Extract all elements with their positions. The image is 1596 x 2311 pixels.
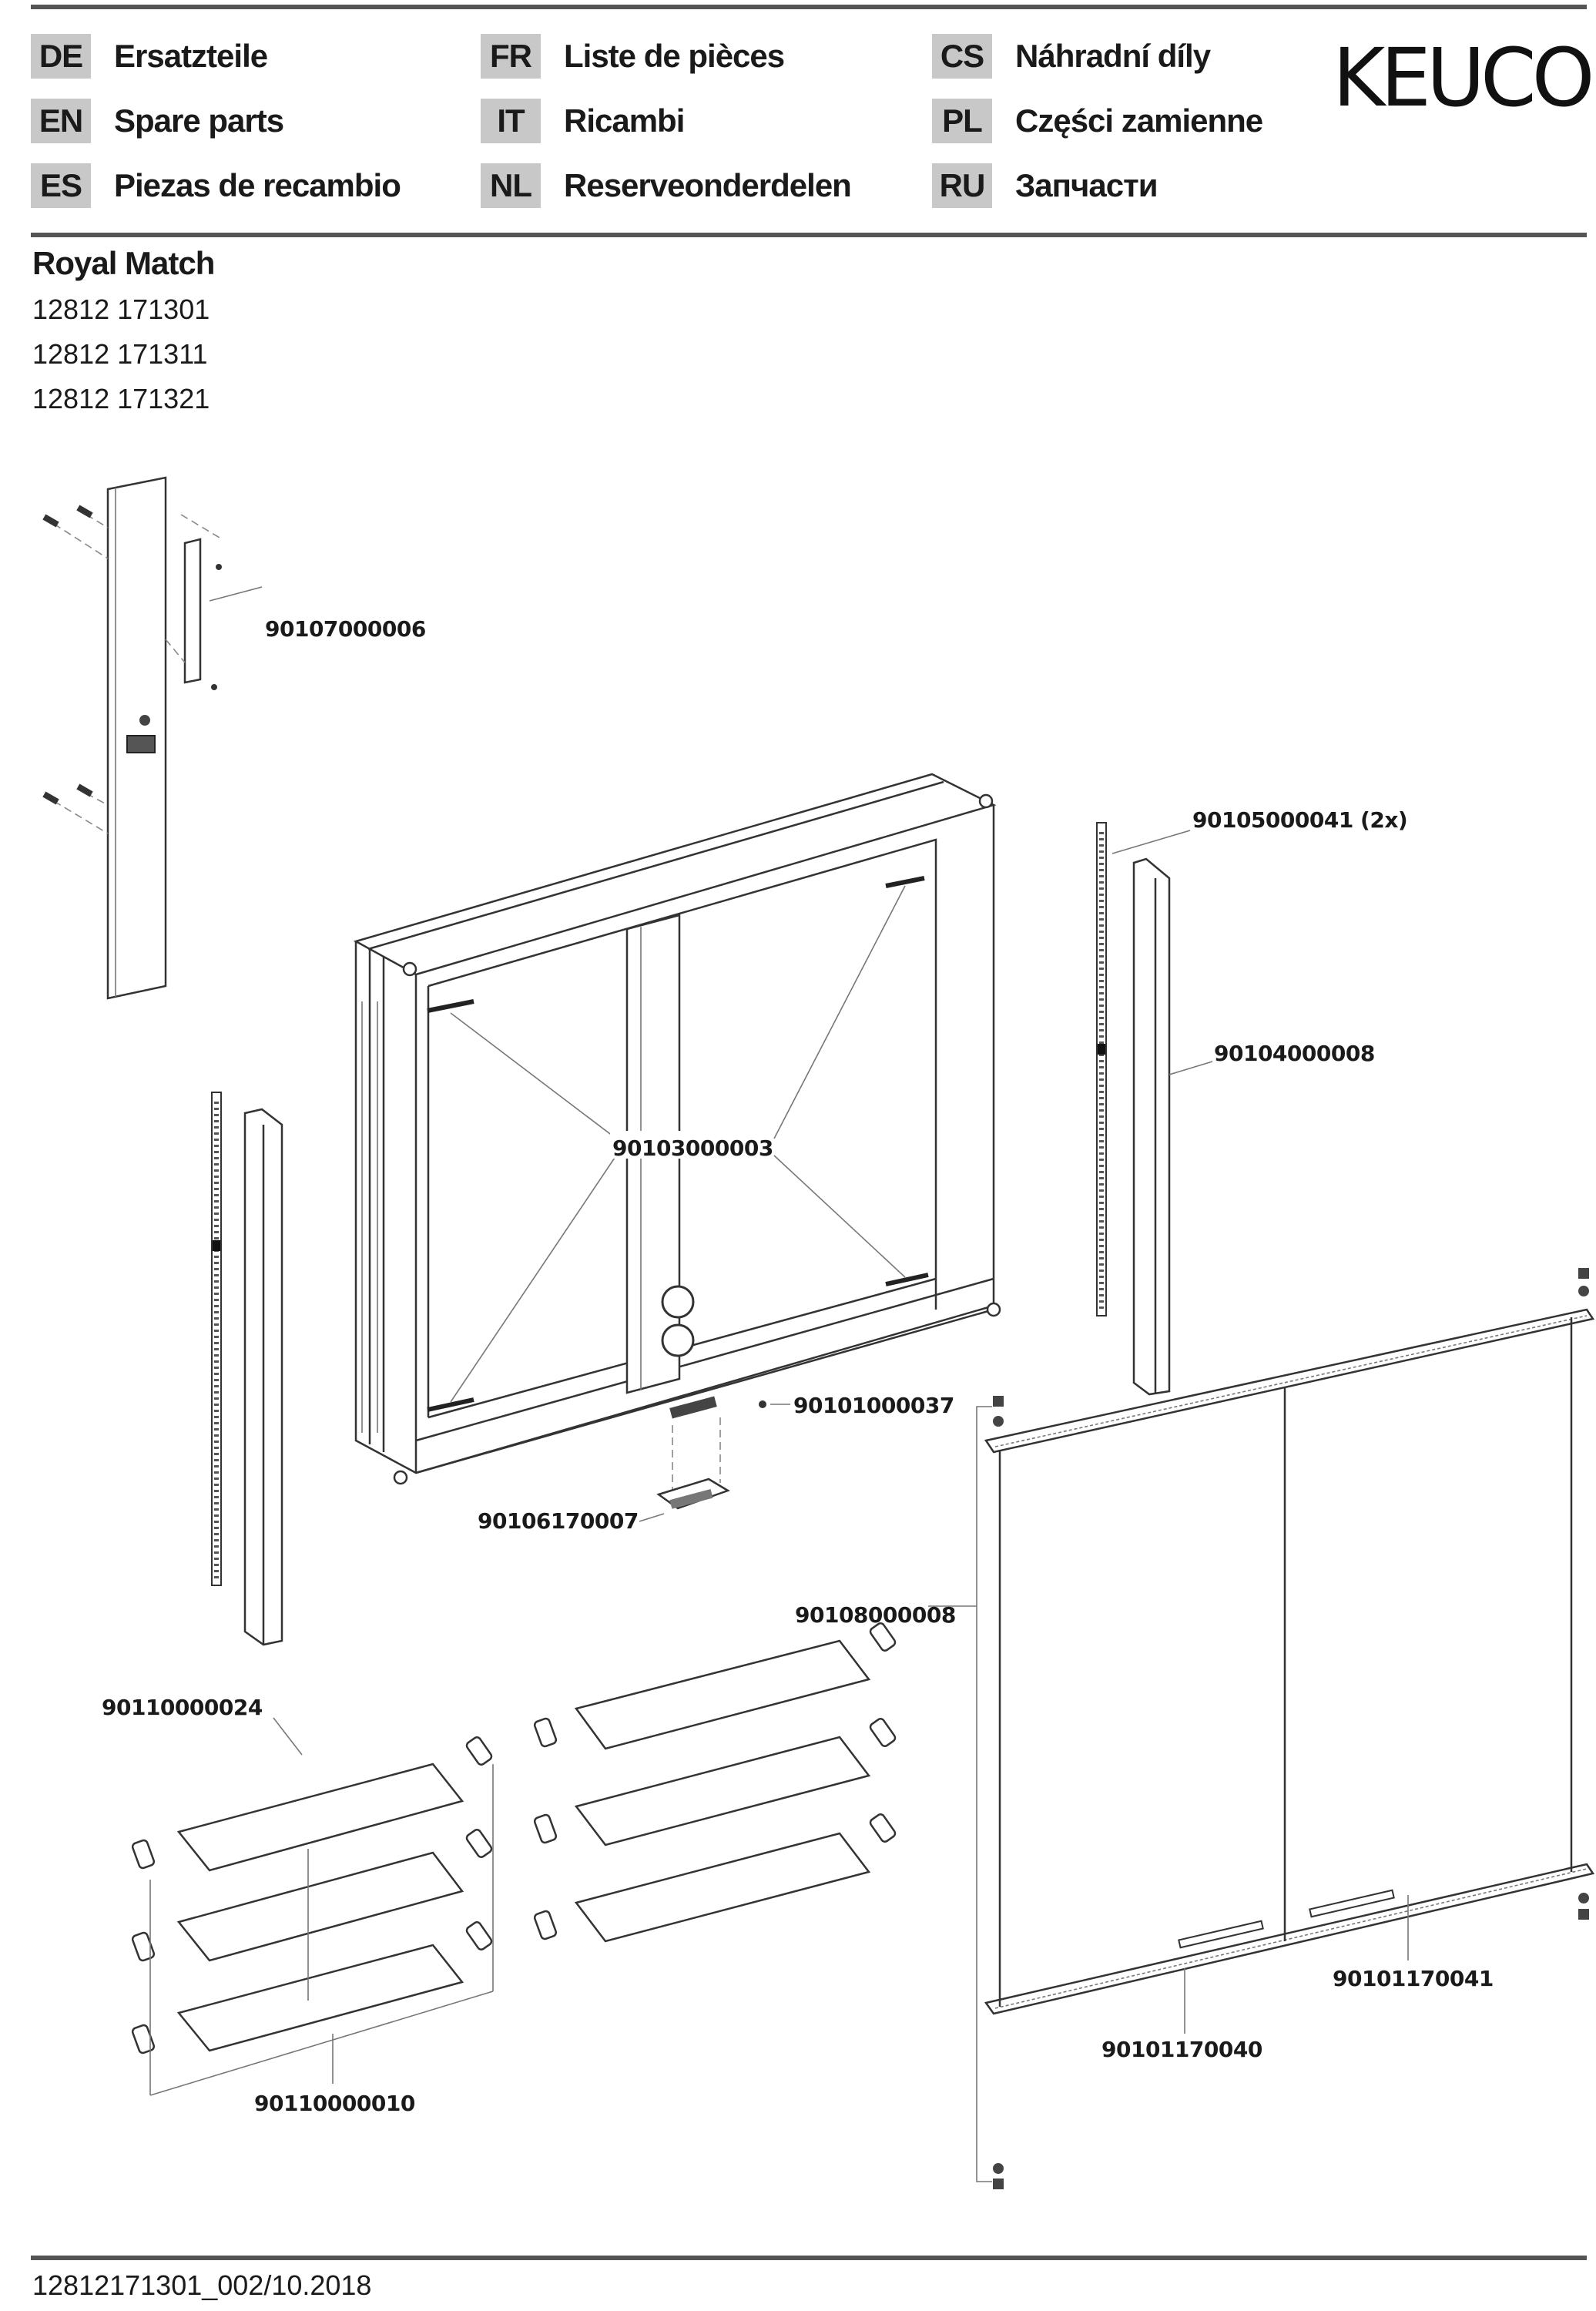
part-number-label: 90107000006 — [265, 616, 426, 642]
hinge-icon — [427, 999, 474, 1013]
hinge-icon — [885, 876, 925, 888]
language-item-fr: FR Liste de pièces — [481, 34, 785, 79]
part-number-label: 90105000041 (2x) — [1192, 807, 1407, 833]
language-item-ru: RU Запчасти — [932, 163, 1158, 208]
document-code: 12812171301_002/10.2018 — [32, 2269, 372, 2301]
language-label: Ricambi — [564, 102, 685, 139]
part-number-label: 90110000024 — [102, 1695, 263, 1720]
language-label: Запчасти — [1015, 167, 1158, 203]
cabinet-body-part: 90103000003 — [353, 773, 1001, 1485]
shelf-holder-icon — [533, 1622, 897, 1940]
language-code-badge: NL — [481, 163, 541, 208]
language-list: DE Ersatzteile EN Spare parts ES Piezas … — [31, 34, 1340, 219]
sensor-part: 90101000037 — [669, 1393, 954, 1419]
part-number-label: 90110000010 — [254, 2091, 415, 2116]
article-number: 12812 171321 — [32, 383, 210, 414]
side-cover-part: 90107000006 — [42, 476, 426, 1000]
language-label: Spare parts — [114, 102, 284, 139]
brand-logo: KEUCO — [1333, 31, 1595, 125]
top-divider — [31, 5, 1587, 9]
socket-module-part: 90106170007 — [478, 1417, 730, 1534]
led-strip-right: 90105000041 (2x) — [1096, 807, 1408, 1316]
mirror-doors-part: 90101170040 90101170041 — [976, 1268, 1595, 2189]
product-title: Royal Match — [32, 245, 215, 281]
product-info: Royal Match 12812 171301 12812 171311 12… — [32, 245, 215, 416]
part-number-label: 90101170040 — [1101, 2037, 1262, 2062]
glass-shelves-left: 90110000024 90110000010 — [102, 1695, 494, 2116]
language-item-cs: CS Náhradní díly — [932, 34, 1211, 79]
glass-shelves-right — [533, 1622, 897, 1943]
socket-icon — [661, 1323, 695, 1357]
language-label: Liste de pièces — [564, 38, 785, 74]
language-item-pl: PL Części zamienne — [932, 99, 1263, 143]
part-number-label: 90101170041 — [1333, 1966, 1494, 1991]
language-code-badge: PL — [932, 99, 992, 143]
language-code-badge: RU — [932, 163, 992, 208]
language-label: Piezas de recambio — [114, 167, 401, 203]
side-profile-left — [243, 1108, 283, 1646]
footer-divider — [31, 2256, 1587, 2260]
language-code-badge: ES — [31, 163, 91, 208]
language-code-badge: EN — [31, 99, 91, 143]
side-profile-right: 90104000008 — [1132, 857, 1375, 1396]
bolt-icon — [993, 1268, 1589, 2189]
language-item-de: DE Ersatzteile — [31, 34, 268, 79]
language-label: Reserveonderdelen — [564, 167, 852, 203]
article-number: 12812 171311 — [32, 338, 208, 370]
language-label: Części zamienne — [1015, 102, 1263, 139]
part-number-label: 90101000037 — [793, 1393, 954, 1418]
switch-icon — [126, 735, 156, 753]
language-item-nl: NL Reserveonderdelen — [481, 163, 852, 208]
hinge-icon — [427, 1397, 474, 1412]
language-label: Ersatzteile — [114, 38, 268, 74]
shelf-holder-label-group: 90108000008 — [795, 1602, 977, 1628]
language-code-badge: FR — [481, 34, 541, 79]
language-code-badge: DE — [31, 34, 91, 79]
language-label: Náhradní díly — [1015, 38, 1211, 74]
language-item-it: IT Ricambi — [481, 99, 685, 143]
led-strip-left — [211, 1092, 222, 1586]
part-number-label: 90106170007 — [478, 1508, 639, 1534]
article-number: 12812 171301 — [32, 293, 210, 325]
part-number-label: 90103000003 — [612, 1135, 773, 1161]
language-code-badge: CS — [932, 34, 992, 79]
part-number-label: 90104000008 — [1214, 1041, 1375, 1066]
part-number-label: 90108000008 — [795, 1602, 956, 1628]
socket-icon — [661, 1285, 695, 1319]
language-item-en: EN Spare parts — [31, 99, 284, 143]
shelf-holder-icon — [131, 1736, 493, 2054]
language-code-badge: IT — [481, 99, 541, 143]
language-item-es: ES Piezas de recambio — [31, 163, 401, 208]
header-divider — [31, 233, 1587, 237]
screw-icon — [42, 505, 109, 834]
left-profile-slats — [361, 1001, 378, 1433]
hinge-icon — [885, 1273, 929, 1286]
